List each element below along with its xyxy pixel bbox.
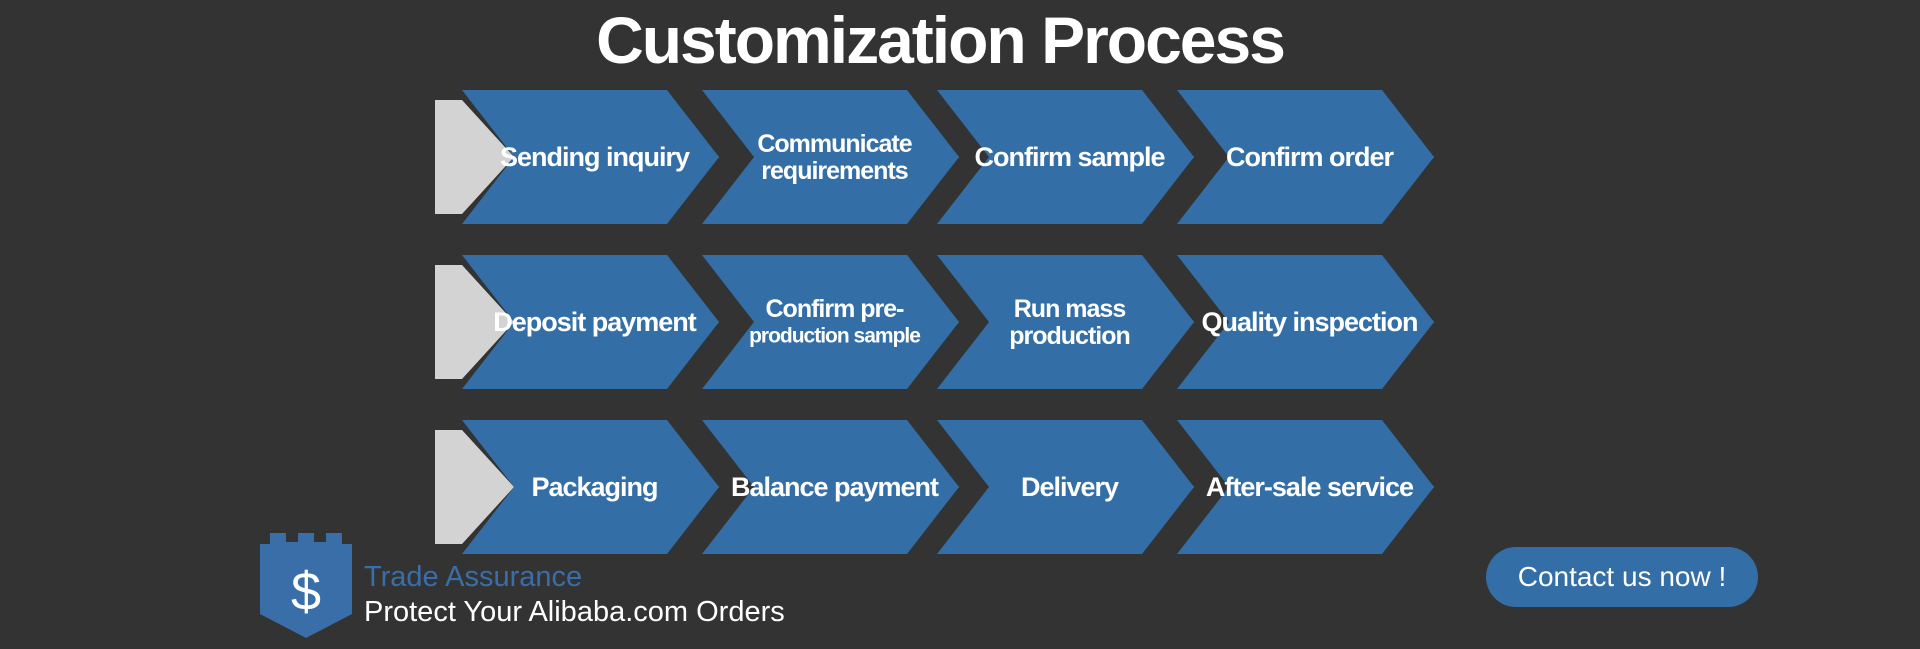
process-step-label: Confirm pre- xyxy=(766,295,905,323)
process-step-label: Confirm order xyxy=(1226,142,1395,172)
trade-assurance-label: Trade Assurance xyxy=(364,561,583,593)
process-step xyxy=(462,420,719,554)
process-step-label: Deposit payment xyxy=(493,307,697,337)
process-step xyxy=(1177,255,1434,389)
process-step xyxy=(702,255,959,389)
process-step-label: After-sale service xyxy=(1206,472,1414,502)
process-step xyxy=(462,90,719,224)
process-step-label: Balance payment xyxy=(731,472,939,502)
process-step-label: Run mass xyxy=(1014,295,1126,323)
trade-assurance-tagline: Protect Your Alibaba.com Orders xyxy=(364,596,785,628)
process-step xyxy=(1177,90,1434,224)
trade-assurance-badge[interactable]: $ Trade Assurance Protect Your Alibaba.c… xyxy=(256,530,816,640)
process-step xyxy=(702,90,959,224)
process-step-label: production sample xyxy=(749,325,920,348)
process-step-label: Confirm sample xyxy=(974,142,1165,172)
process-step-label: Packaging xyxy=(531,472,657,502)
shield-dollar-icon: $ xyxy=(260,533,352,638)
contact-us-button[interactable]: Contact us now ! xyxy=(1486,547,1758,607)
process-step xyxy=(462,255,719,389)
shield-dollar-symbol: $ xyxy=(291,562,321,622)
process-step xyxy=(702,420,959,554)
process-step-label: Quality inspection xyxy=(1201,307,1417,337)
process-step xyxy=(937,255,1194,389)
page-title: Customization Process xyxy=(596,3,1286,77)
process-step-label: Sending inquiry xyxy=(500,142,690,172)
track-start-segment xyxy=(435,430,514,544)
process-step-label: Delivery xyxy=(1021,472,1119,502)
track-start-segment xyxy=(435,100,514,214)
process-step-label: Communicate xyxy=(757,130,912,158)
track-start-segment xyxy=(435,265,514,379)
process-step-label: requirements xyxy=(761,157,907,185)
process-step xyxy=(937,420,1194,554)
process-step xyxy=(937,90,1194,224)
process-step-label: production xyxy=(1009,322,1130,350)
process-step xyxy=(1177,420,1434,554)
